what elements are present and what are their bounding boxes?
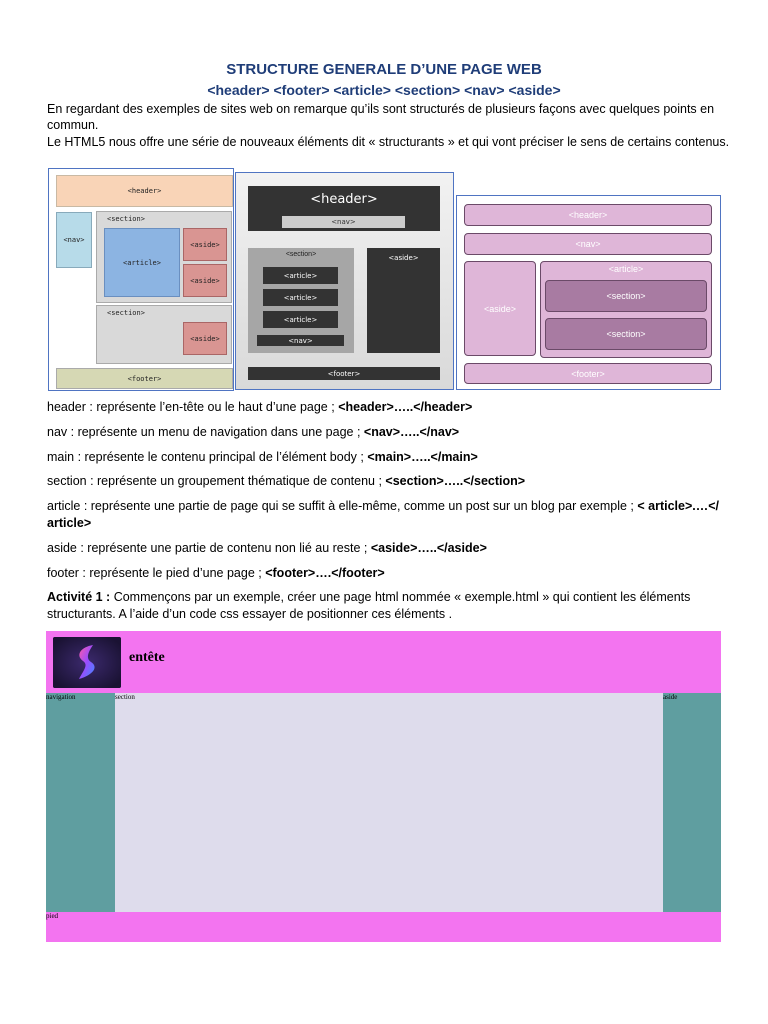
fig2-aside-box: <aside> <box>367 248 440 353</box>
definition-text: nav : représente un menu de navigation d… <box>47 425 364 439</box>
fig3-header-box: <header> <box>464 204 712 226</box>
fig2-footer-box: <footer> <box>248 367 440 380</box>
page-subtitle: <header> <footer> <article> <section> <n… <box>207 82 561 98</box>
demo-footer: pied <box>46 912 721 942</box>
demo-title: entête <box>129 650 165 665</box>
definition-section: section : représente un groupement théma… <box>47 473 737 490</box>
definition-text: main : représente le contenu principal d… <box>47 450 368 464</box>
definition-footer: footer : représente le pied d’une page ;… <box>47 565 737 582</box>
demo-header: entête <box>46 631 721 693</box>
definition-header: header : représente l’en-tête ou le haut… <box>47 399 737 416</box>
activity-text: Commençons par un exemple, créer une pag… <box>47 590 691 621</box>
fig1-footer-box: <footer> <box>56 368 233 389</box>
definition-code: < article>.…</ article> <box>47 499 720 530</box>
definition-code: <main>…..</main> <box>367 450 478 464</box>
logo-icon <box>53 637 121 688</box>
logo-image <box>53 637 121 688</box>
intro-paragraph-1: En regardant des exemples de sites web o… <box>47 102 715 132</box>
structure-figure-3: <header> <nav> <aside> <article> <sectio… <box>456 195 721 390</box>
definition-code: <header>…..</header> <box>338 400 473 414</box>
fig2-article-box-2: <article> <box>263 289 338 306</box>
page-title: STRUCTURE GENERALE D’UNE PAGE WEB <box>226 61 542 78</box>
definition-text: article : représente une partie de page … <box>47 499 638 513</box>
structure-figure-1: <header> <nav> <section> <article> <asid… <box>48 168 234 391</box>
fig1-section-label-1: <section> <box>107 215 145 223</box>
definition-code: <nav>…..</nav> <box>363 425 460 439</box>
fig1-header-box: <header> <box>56 175 233 207</box>
fig3-nav-box: <nav> <box>464 233 712 255</box>
fig2-header-box: <header> <box>248 186 440 231</box>
definition-text: aside : représente une partie de contenu… <box>47 541 371 555</box>
definition-main: main : représente le contenu principal d… <box>47 449 737 466</box>
fig1-aside-box-3: <aside> <box>183 322 227 355</box>
activity-label: Activité 1 : <box>47 590 111 604</box>
definition-code: <section>…..</section> <box>385 474 526 488</box>
intro-paragraph-2: Le HTML5 nous offre une série de nouveau… <box>47 135 730 149</box>
fig1-aside-box-2: <aside> <box>183 264 227 297</box>
definition-aside: aside : représente une partie de contenu… <box>47 540 737 557</box>
fig3-section-box-1: <section> <box>545 280 707 312</box>
fig2-nav-box: <nav> <box>257 335 344 346</box>
definition-text: section : représente un groupement théma… <box>47 474 386 488</box>
definition-nav: nav : représente un menu de navigation d… <box>47 424 737 441</box>
fig3-aside-box: <aside> <box>464 261 536 356</box>
fig3-section-box-2: <section> <box>545 318 707 350</box>
fig2-article-box-1: <article> <box>263 267 338 284</box>
fig2-nav-top-box: <nav> <box>282 216 405 228</box>
demo-nav: navigation <box>46 693 115 912</box>
demo-page-layout: entête navigation section aside pied <box>46 631 721 942</box>
definition-text: header : représente l’en-tête ou le haut… <box>47 400 339 414</box>
fig3-footer-box: <footer> <box>464 363 712 384</box>
definition-text: footer : représente le pied d’une page ; <box>47 566 266 580</box>
definition-code: <aside>…..</aside> <box>370 541 487 555</box>
demo-section: section <box>115 693 663 912</box>
fig1-article-box: <article> <box>104 228 180 297</box>
fig1-nav-box: <nav> <box>56 212 92 268</box>
fig1-aside-box-1: <aside> <box>183 228 227 261</box>
activity-paragraph: Activité 1 : Commençons par un exemple, … <box>47 589 737 623</box>
demo-aside: aside <box>663 693 721 912</box>
fig1-section-label-2: <section> <box>107 309 145 317</box>
definition-article: article : représente une partie de page … <box>47 498 737 532</box>
definition-code: <footer>….</footer> <box>265 566 385 580</box>
fig2-article-box-3: <article> <box>263 311 338 328</box>
fig2-section-label: <section> <box>285 251 317 258</box>
structure-figure-2: <header> <nav> <section> <article> <arti… <box>235 172 454 390</box>
